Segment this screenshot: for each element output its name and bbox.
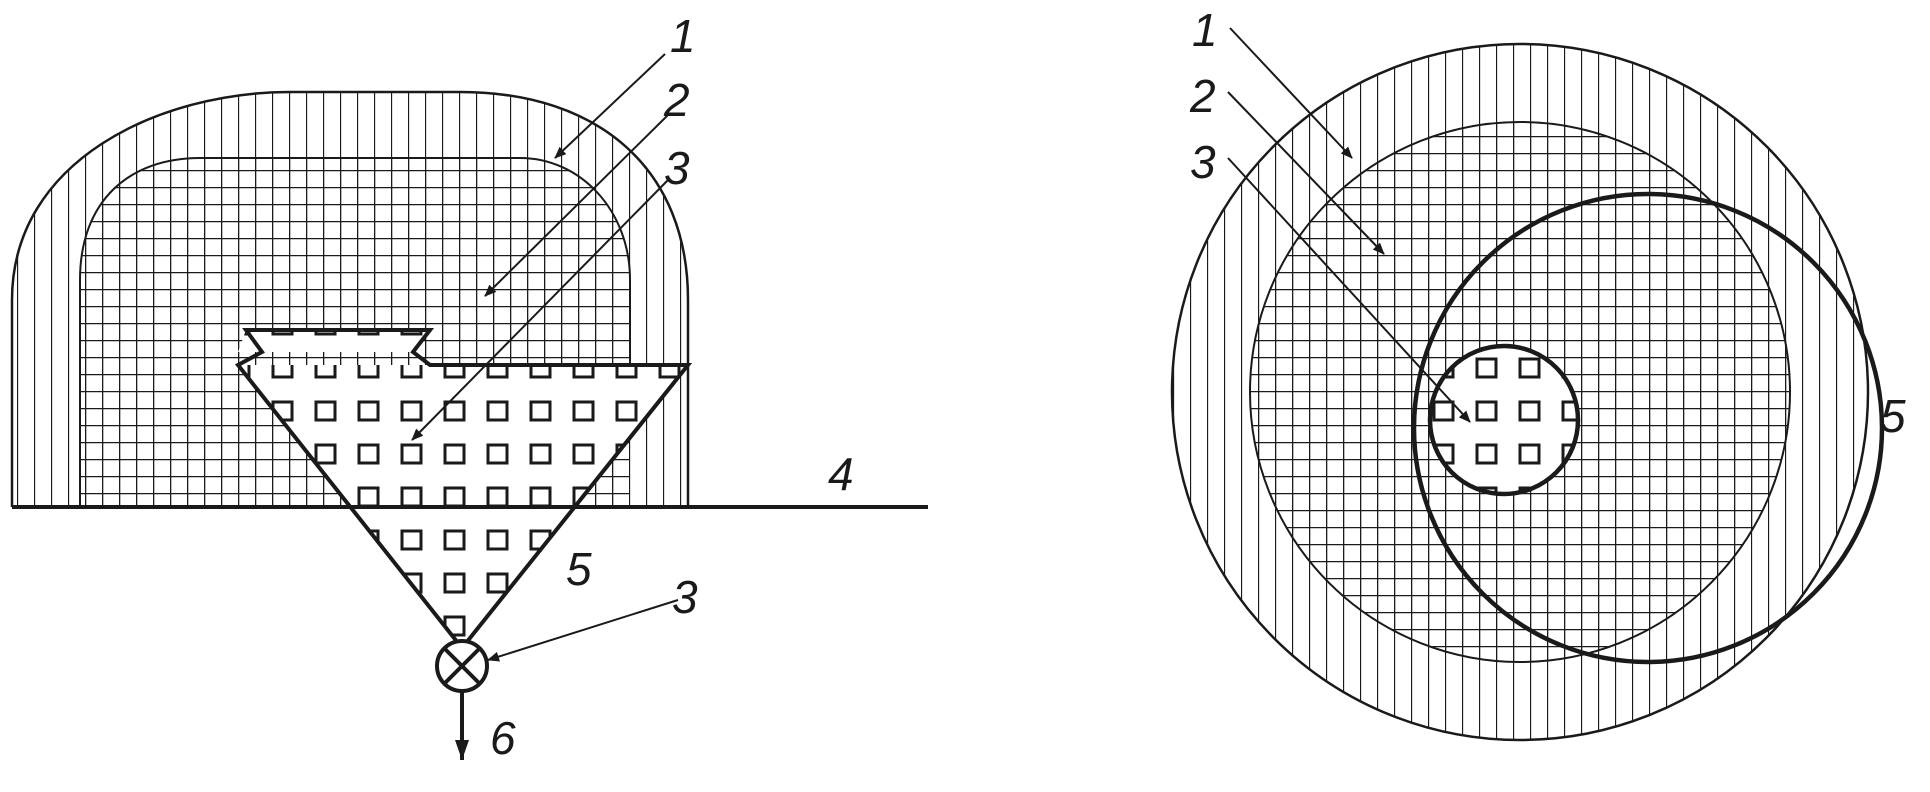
leader-r1 xyxy=(1229,27,1353,159)
label-r3: 3 xyxy=(1190,136,1216,188)
label-2: 2 xyxy=(663,74,690,126)
valve-symbol xyxy=(435,639,489,693)
core-outline xyxy=(1427,343,1581,497)
left-view: 1 2 3 4 5 3 6 xyxy=(10,10,928,764)
label-1: 1 xyxy=(670,10,696,62)
label-r5: 5 xyxy=(1880,390,1906,442)
label-3b: 3 xyxy=(672,571,698,623)
leader-1 xyxy=(554,53,666,159)
zone-5-outline xyxy=(1411,191,1885,665)
label-3: 3 xyxy=(664,142,690,194)
core-boxes xyxy=(1430,346,1578,494)
outer-ring-outline xyxy=(1170,42,1870,742)
leader-3b xyxy=(487,599,679,662)
inner-layer-outline xyxy=(79,157,631,507)
label-r2: 2 xyxy=(1189,70,1216,122)
leader-r2 xyxy=(1227,91,1385,255)
label-r1: 1 xyxy=(1192,4,1218,56)
label-6: 6 xyxy=(490,712,516,764)
leader-2 xyxy=(484,114,669,297)
label-4: 4 xyxy=(828,448,854,500)
leader-3 xyxy=(411,179,669,441)
right-view: 1 2 3 5 xyxy=(1170,4,1906,742)
outer-layer-outline xyxy=(10,90,690,507)
label-5: 5 xyxy=(566,543,592,595)
middle-disc-outline xyxy=(1249,121,1791,663)
leader-r3 xyxy=(1227,157,1471,423)
cone-outline xyxy=(234,328,693,652)
